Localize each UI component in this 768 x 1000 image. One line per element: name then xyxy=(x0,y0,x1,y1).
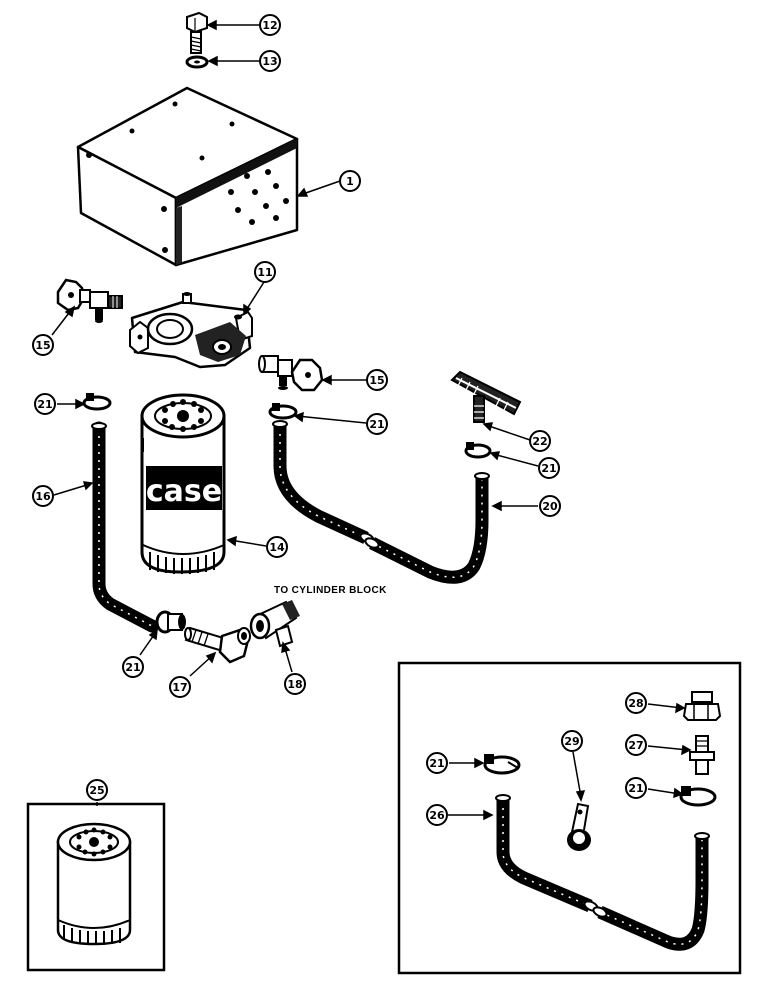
p-clip-29 xyxy=(567,802,591,851)
callout-21-f-label: 21 xyxy=(628,782,643,795)
callout-22-label: 22 xyxy=(532,435,547,448)
leader-lines xyxy=(51,19,692,821)
callout-21-d: 21 xyxy=(122,656,144,678)
callout-13-label: 13 xyxy=(262,55,277,68)
callout-18-label: 18 xyxy=(287,678,302,691)
hose-20-right xyxy=(364,472,490,584)
callout-21-c: 21 xyxy=(538,457,560,479)
callout-11-label: 11 xyxy=(257,266,272,279)
callout-15-left: 15 xyxy=(32,334,54,356)
elbow-fitting-17 xyxy=(184,626,251,664)
filter-head-11 xyxy=(129,292,253,369)
callout-21-d-label: 21 xyxy=(125,661,140,674)
fitting-28 xyxy=(682,691,722,721)
callout-14-label: 14 xyxy=(269,541,285,554)
callout-25: 25 xyxy=(86,779,108,801)
callout-12-label: 12 xyxy=(262,19,277,32)
callout-21-b: 21 xyxy=(366,413,388,435)
hose-clamp-21-a xyxy=(82,393,112,411)
callout-27-label: 27 xyxy=(628,739,643,752)
callout-28-label: 28 xyxy=(628,697,643,710)
callout-20-label: 20 xyxy=(542,500,558,513)
callout-22: 22 xyxy=(529,430,551,452)
callout-26: 26 xyxy=(426,804,448,826)
hose-clamp-21-e xyxy=(483,754,521,775)
note-to-cylinder-block: TO CYLINDER BLOCK xyxy=(274,585,387,596)
hose-26 xyxy=(495,794,710,951)
callout-16-label: 16 xyxy=(35,490,51,503)
hose-clamp-21-d xyxy=(155,610,186,634)
callout-15-right-label: 15 xyxy=(369,374,384,387)
connector-27 xyxy=(689,735,715,775)
callout-21-c-label: 21 xyxy=(541,462,556,475)
tee-fitting-22 xyxy=(450,370,522,423)
filter-brand-text: case xyxy=(146,474,222,509)
hose-clamp-21-f xyxy=(679,786,717,807)
washer-13 xyxy=(185,55,209,69)
callout-28: 28 xyxy=(625,692,647,714)
callout-27: 27 xyxy=(625,734,647,756)
mounting-bracket-1 xyxy=(76,86,299,267)
callout-21-a-label: 21 xyxy=(37,398,52,411)
callout-20: 20 xyxy=(539,495,561,517)
callout-25-label: 25 xyxy=(89,784,104,797)
callout-15-right: 15 xyxy=(366,369,388,391)
callout-17: 17 xyxy=(169,676,191,698)
callout-17-label: 17 xyxy=(172,681,187,694)
callout-16: 16 xyxy=(32,485,54,507)
shutoff-valve-15-left xyxy=(56,278,123,323)
callout-15-left-label: 15 xyxy=(35,339,50,352)
callout-29: 29 xyxy=(561,730,583,752)
shutoff-valve-15-right xyxy=(258,355,324,392)
callout-21-a: 21 xyxy=(34,393,56,415)
hose-clamp-21-b xyxy=(268,403,298,420)
callout-26-label: 26 xyxy=(429,809,445,822)
drain-fitting-18 xyxy=(249,600,300,648)
callout-13: 13 xyxy=(259,50,281,72)
callout-29-label: 29 xyxy=(564,735,579,748)
inset-alternate-filter xyxy=(26,802,166,972)
callout-21-e: 21 xyxy=(426,752,448,774)
hose-16 xyxy=(91,421,159,633)
callout-21-b-label: 21 xyxy=(369,418,384,431)
callout-21-e-label: 21 xyxy=(429,757,444,770)
inset-alternate-hose-kit xyxy=(397,661,742,975)
callout-1-label: 1 xyxy=(346,175,354,188)
hose-20-left xyxy=(272,420,375,544)
callout-12: 12 xyxy=(259,14,281,36)
bolt-12 xyxy=(186,11,208,54)
hose-clamp-21-c xyxy=(464,442,492,459)
callout-14: 14 xyxy=(266,536,288,558)
callout-1: 1 xyxy=(339,170,361,192)
callout-11: 11 xyxy=(254,261,276,283)
callout-21-f: 21 xyxy=(625,777,647,799)
fuel-filter-14: case xyxy=(140,393,226,574)
callout-18: 18 xyxy=(284,673,306,695)
